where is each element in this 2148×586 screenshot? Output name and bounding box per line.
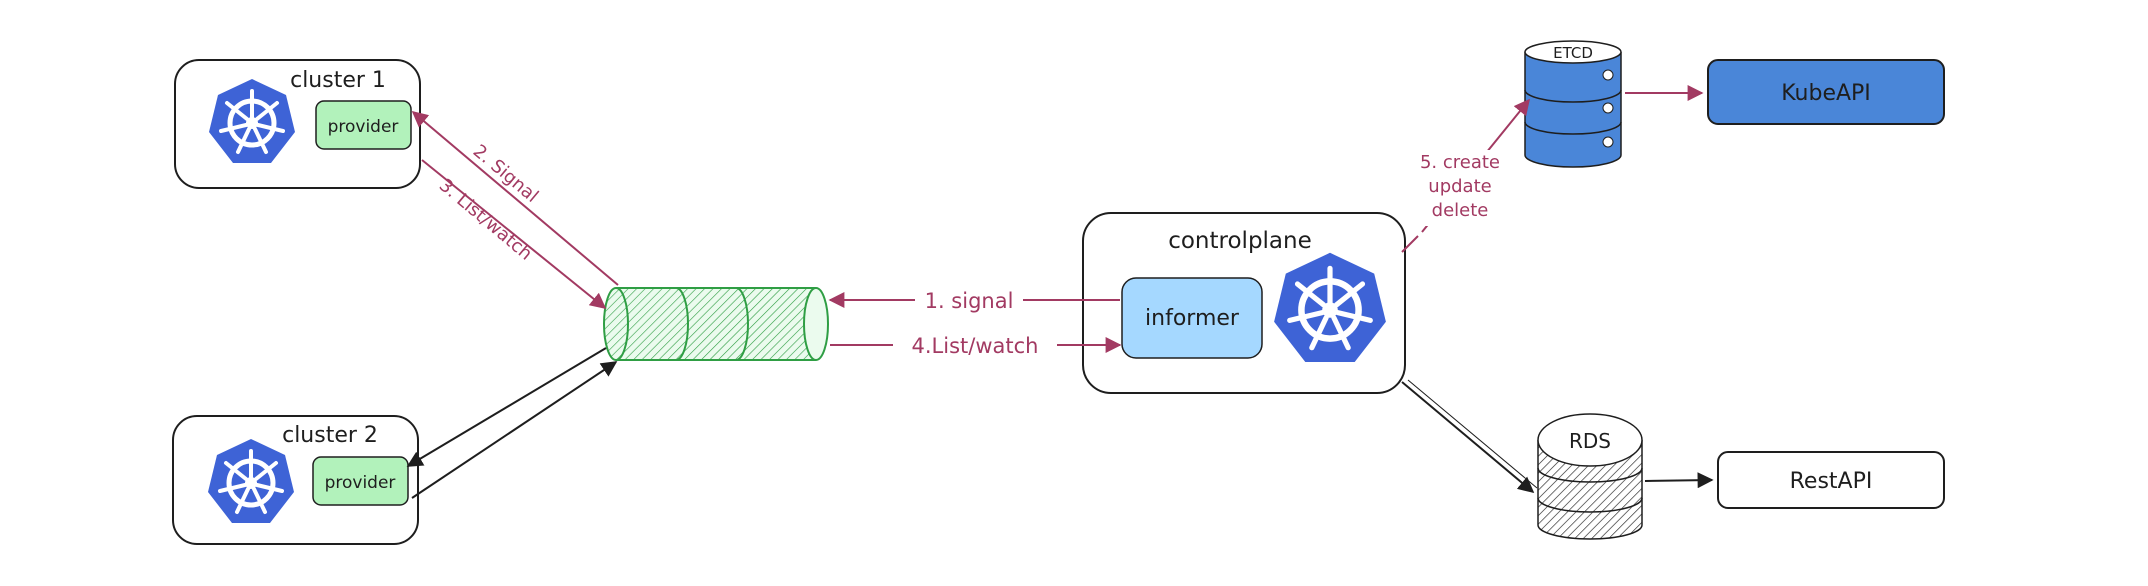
edge-label-signal: 2. Signal	[469, 141, 542, 207]
cluster-2-title: cluster 2	[282, 423, 378, 448]
controlplane-title: controlplane	[1168, 228, 1312, 254]
edge-cluster2-to-queue	[411, 361, 618, 499]
provider-label: provider	[328, 117, 399, 137]
cluster-1-provider[interactable]: provider	[315, 100, 412, 150]
etcd-label: ETCD	[1553, 44, 1593, 62]
kubeapi-node[interactable]: KubeAPI	[1707, 59, 1945, 125]
edge-controlplane-to-rds-sketch	[1407, 379, 1538, 489]
edge-label-delete: delete	[1432, 200, 1489, 221]
informer-label: informer	[1145, 306, 1240, 331]
edge-label-bg	[1405, 150, 1515, 226]
controlplane-node[interactable]: controlplane informer	[1082, 212, 1406, 394]
cluster-1-title: cluster 1	[290, 68, 386, 93]
edge-label-signal-1: 1. signal	[925, 289, 1014, 313]
edge-label-create: 5. create	[1420, 152, 1500, 173]
edge-label-bg	[893, 331, 1057, 359]
edge-label-bg	[915, 286, 1023, 314]
restapi-node[interactable]: RestAPI	[1717, 451, 1945, 509]
rds-label: RDS	[1569, 429, 1611, 453]
cluster-1-node[interactable]: cluster 1 provider	[174, 59, 421, 189]
kubeapi-label: KubeAPI	[1781, 81, 1871, 106]
edge-rds-to-restapi	[1644, 472, 1714, 489]
cluster-2-node[interactable]: cluster 2 provider	[172, 415, 419, 545]
edge-listwatch-from-cluster1	[421, 159, 607, 310]
rds-database[interactable]: RDS	[1537, 413, 1643, 540]
cluster-2-provider[interactable]: provider	[312, 456, 409, 506]
provider-label: provider	[325, 473, 396, 493]
edge-label-update: update	[1428, 176, 1491, 197]
edge-label-listwatch-4: 4.List/watch	[912, 334, 1039, 358]
edge-queue-to-cluster2	[406, 347, 607, 467]
edge-controlplane-to-rds	[1401, 381, 1535, 494]
queue-icon[interactable]	[603, 287, 829, 361]
edge-signal-to-cluster1	[411, 110, 619, 286]
etcd-database[interactable]: ETCD	[1524, 40, 1622, 168]
restapi-label: RestAPI	[1790, 469, 1873, 494]
informer-box[interactable]: informer	[1121, 277, 1263, 359]
